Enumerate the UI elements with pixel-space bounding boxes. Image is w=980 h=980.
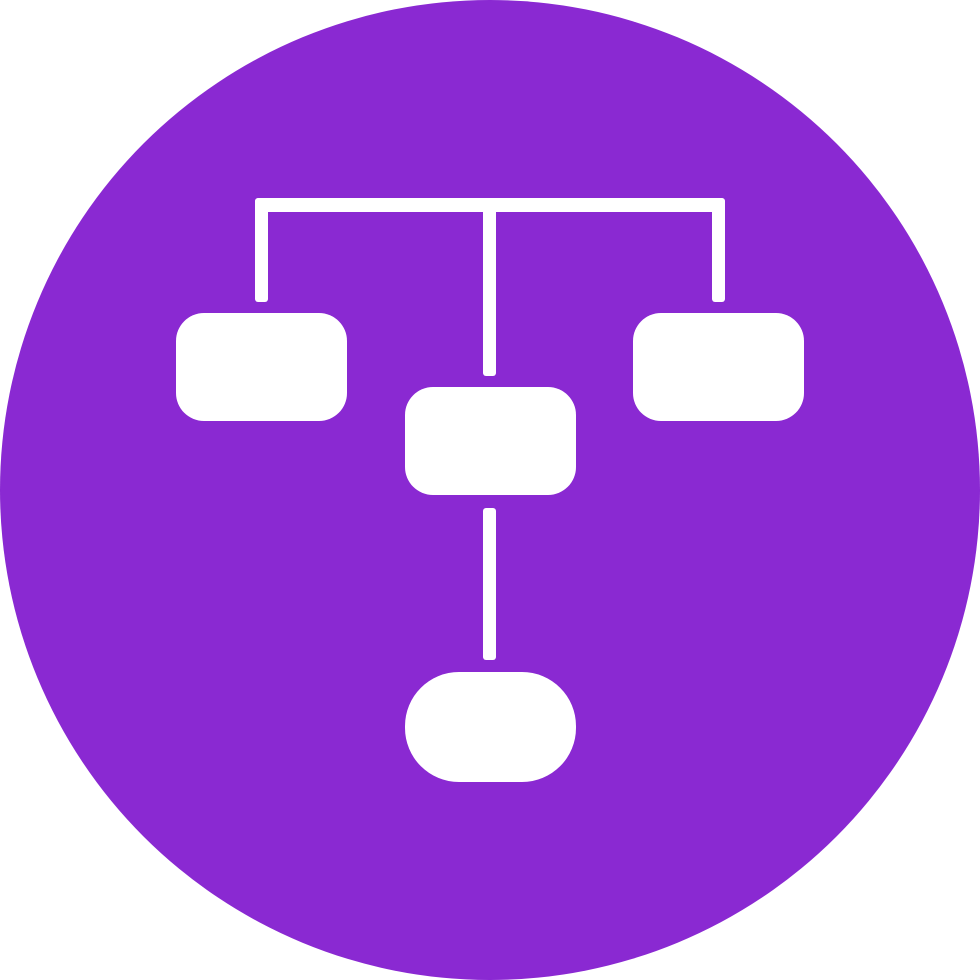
connector-lines [255, 198, 725, 660]
hierarchy-nodes [176, 313, 804, 782]
left-vertical-connector [255, 198, 268, 302]
center-vertical-connector [483, 198, 496, 376]
center-node [405, 387, 576, 495]
right-vertical-connector [712, 198, 725, 302]
lower-vertical-connector [483, 508, 496, 660]
top-right-node [633, 313, 804, 421]
top-left-node [176, 313, 347, 421]
bottom-node [405, 672, 576, 782]
